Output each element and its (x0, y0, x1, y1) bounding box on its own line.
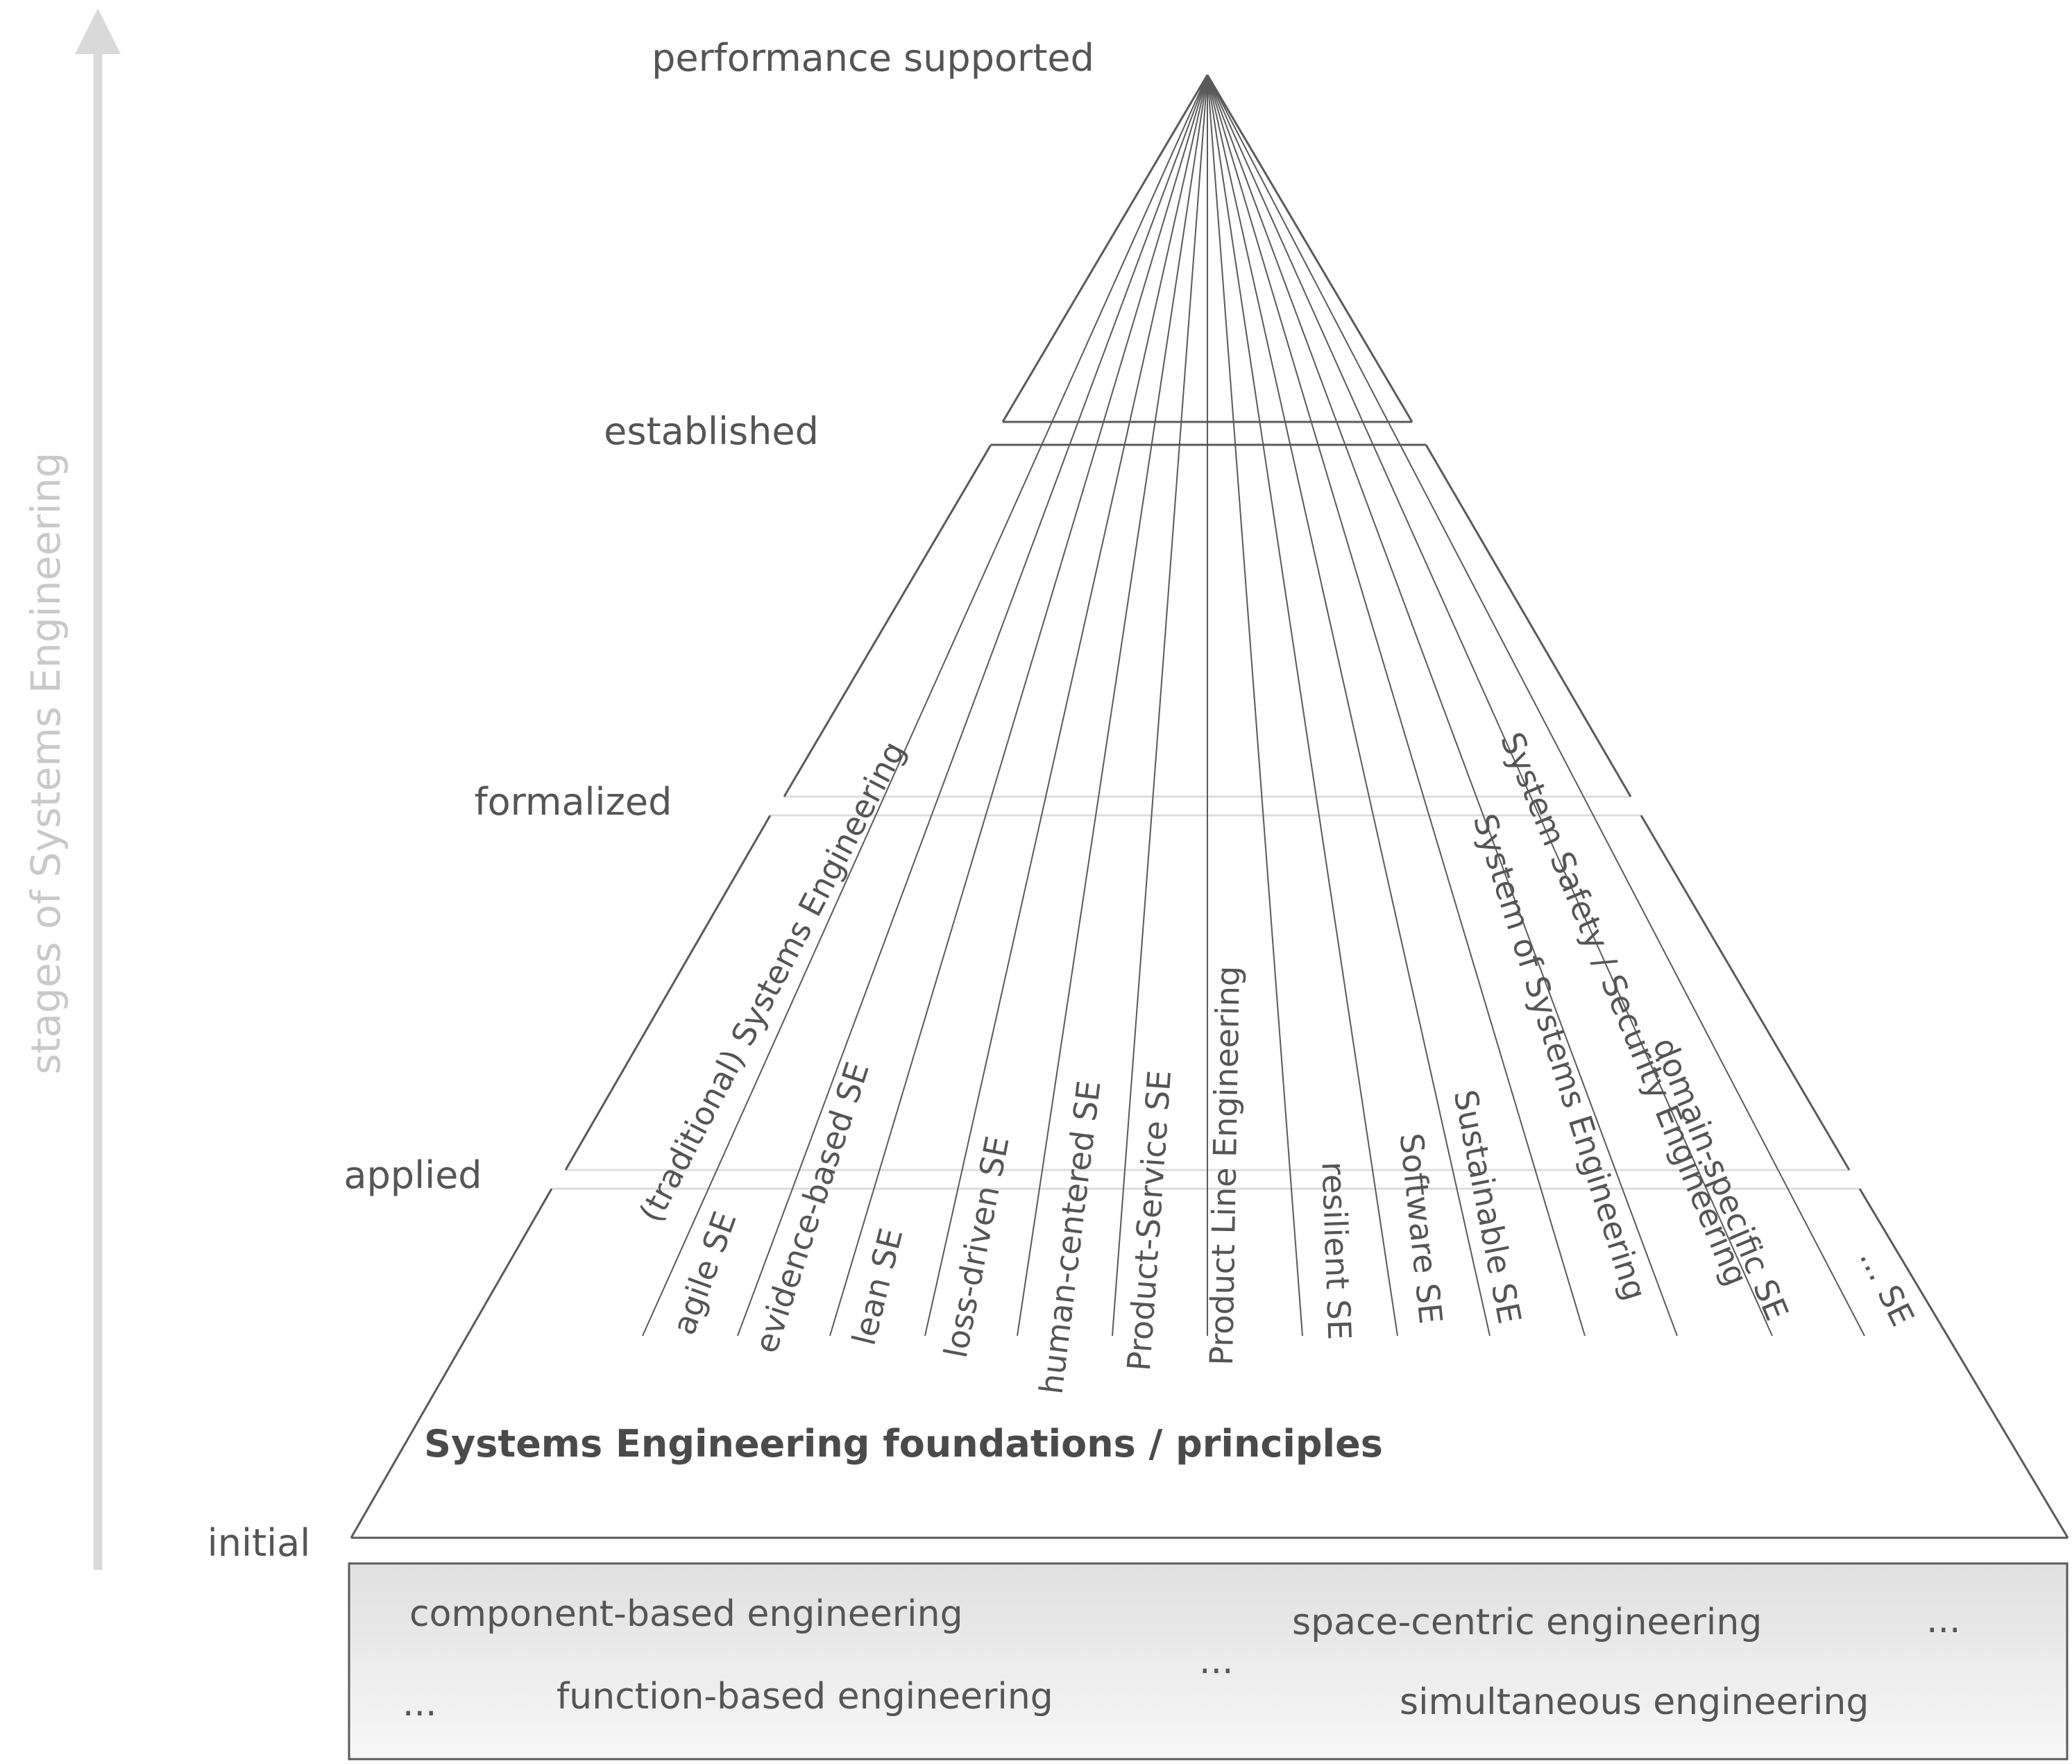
discipline-ray-3 (829, 74, 1208, 1337)
apex-left-edge (1001, 74, 1209, 423)
discipline-ray-12 (1207, 74, 1678, 1337)
discipline-ray-13 (1207, 74, 1773, 1337)
axis-label: stages of Systems Engineering (22, 452, 69, 1075)
stages-axis: stages of Systems Engineering (22, 8, 121, 1570)
discipline-ray-4 (924, 74, 1208, 1337)
base-item-ellipsis-left: ... (402, 1683, 437, 1724)
formalized-right-edge (1640, 815, 1851, 1171)
discipline-ray-14 (1207, 74, 1865, 1337)
base-item-ellipsis-right: ... (1926, 1600, 1961, 1641)
axis-arrow-head (75, 8, 121, 54)
stage-applied: applied (343, 1153, 482, 1197)
foundation-right-edge (1858, 1188, 2069, 1538)
discipline-ray-9 (1207, 74, 1398, 1337)
discipline-ray-5 (1017, 74, 1208, 1337)
discipline-ray-6 (1112, 74, 1208, 1337)
base-item-simultaneous: simultaneous engineering (1400, 1681, 1869, 1723)
formalized-left-edge (564, 815, 772, 1171)
discipline-ray-1 (642, 74, 1208, 1337)
established-right-edge (1425, 444, 1632, 797)
label-loss-driven-se: loss-driven SE (937, 1133, 1017, 1361)
label-sustainable-se: Sustainable SE (1447, 1087, 1529, 1327)
stage-established: established (604, 409, 819, 453)
stage-performance-supported: performance supported (652, 36, 1094, 80)
base-item-ellipsis-middle: ... (1199, 1640, 1234, 1682)
base-box-frame (348, 1562, 2069, 1761)
discipline-rays (642, 74, 1865, 1337)
discipline-ray-2 (737, 74, 1208, 1337)
label-lean-se: lean SE (845, 1224, 910, 1348)
base-item-space-centric: space-centric engineering (1292, 1602, 1762, 1643)
stage-initial: initial (207, 1521, 311, 1565)
label-agile-se: agile SE (665, 1207, 744, 1340)
pyramid-outline (350, 74, 2069, 1539)
foundation-left-edge (350, 1188, 553, 1538)
label-software-se: Software SE (1393, 1131, 1450, 1325)
label-resilient-se: resilient SE (1315, 1161, 1359, 1341)
established-left-edge (783, 444, 992, 797)
label-ellipsis-se: ... SE (1853, 1243, 1922, 1332)
foundation-label: Systems Engineering foundations / princi… (424, 1422, 1383, 1466)
label-product-line-engineering: Product Line Engineering (1203, 965, 1247, 1366)
discipline-ray-10 (1207, 74, 1491, 1337)
stage-labels: performance supported established formal… (207, 36, 1094, 1565)
label-human-centered-se: human-centered SE (1033, 1078, 1108, 1396)
base-item-function-based: function-based engineering (557, 1676, 1053, 1718)
discipline-labels: (traditional) Systems Engineering agile … (631, 727, 1921, 1396)
discipline-ray-11 (1207, 74, 1586, 1337)
apex-right-edge (1206, 74, 1413, 423)
base-item-component-based: component-based engineering (409, 1593, 963, 1635)
discipline-ray-8 (1207, 74, 1303, 1337)
base-box: component-based engineering space-centri… (348, 1562, 2069, 1761)
stage-formalized: formalized (475, 780, 672, 824)
